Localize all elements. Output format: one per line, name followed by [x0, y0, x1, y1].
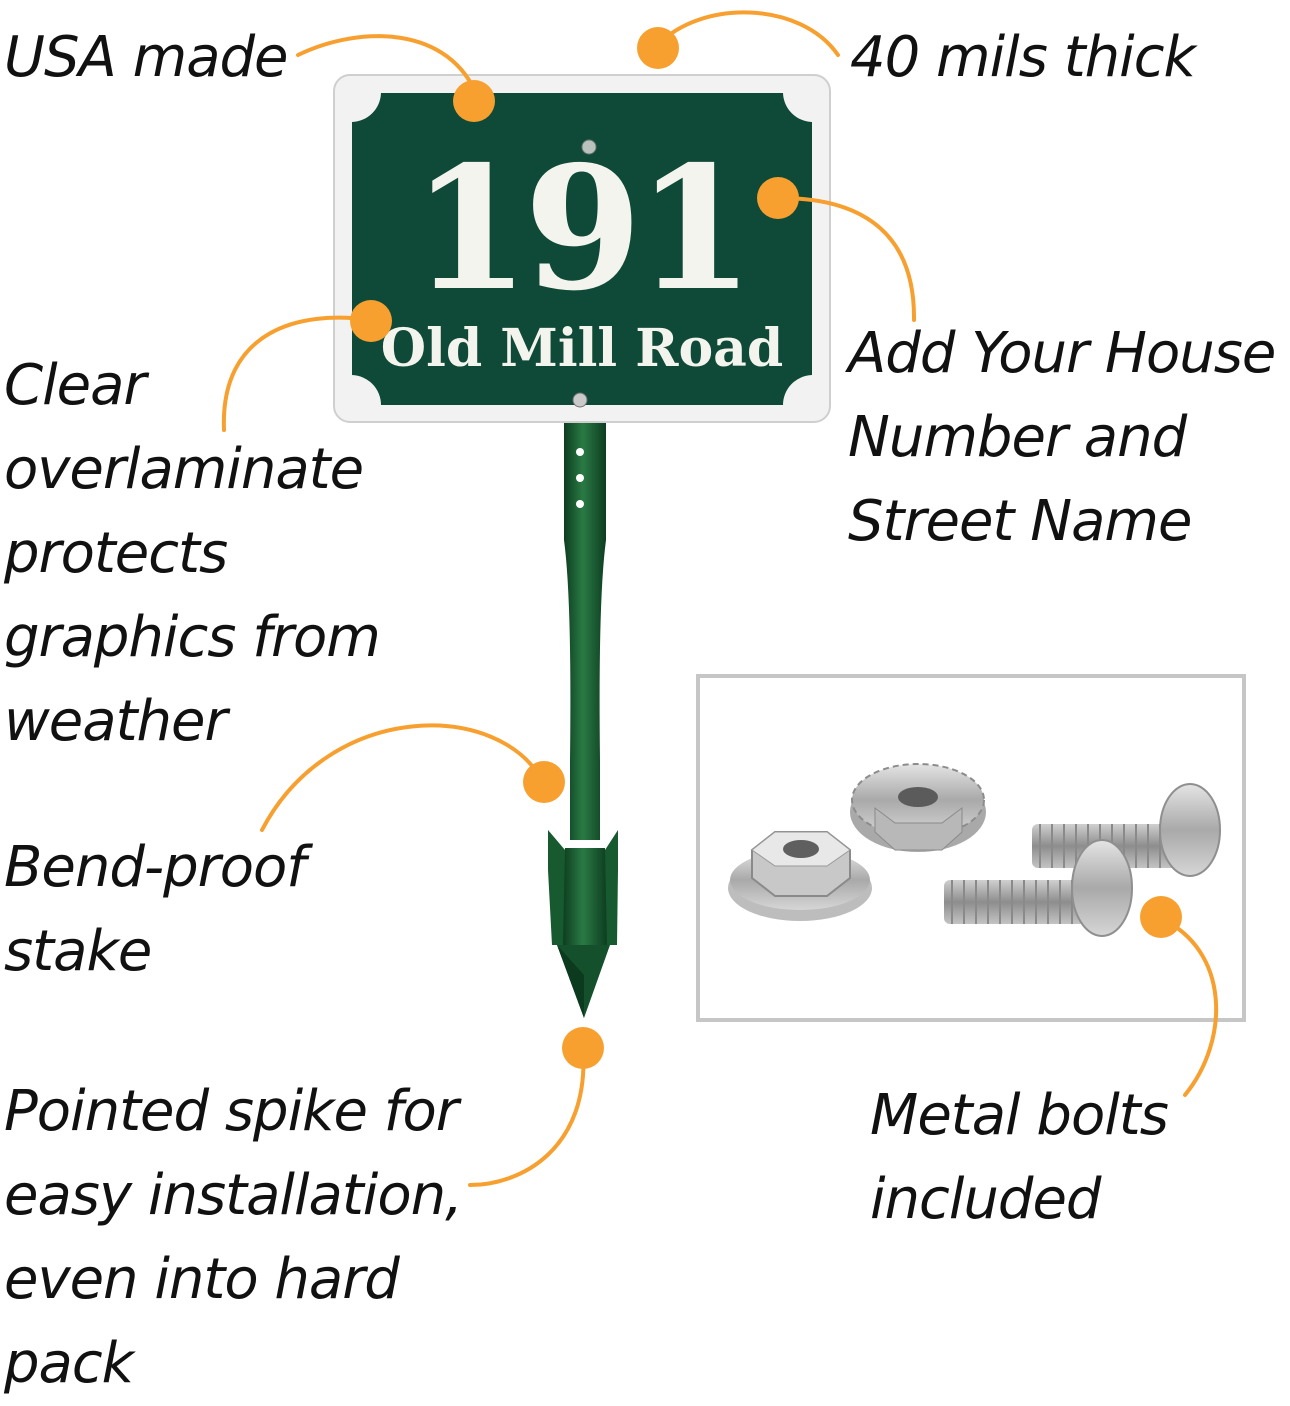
callout-stake: Bend-proof stake: [4, 835, 306, 984]
sign-house-number: 191: [412, 129, 749, 329]
callout-line-usa: [296, 34, 480, 100]
flange-nut-icon: [728, 831, 872, 921]
callout-dot-usa: [453, 80, 495, 122]
hardware-box: [696, 674, 1246, 1022]
callout-line-spike: [468, 1046, 586, 1187]
callout-dot-customize: [757, 177, 799, 219]
callout-usa-made: USA made: [4, 25, 289, 90]
callout-line-thickness: [656, 10, 840, 57]
callout-spike: Pointed spike for easy installation, eve…: [4, 1079, 463, 1396]
callout-line-bolts: [1158, 916, 1219, 1097]
callout-line-customize: [778, 196, 917, 322]
callout-dot-overlaminate: [350, 300, 392, 342]
callout-bolts: Metal bolts included: [870, 1083, 1169, 1232]
bolt-icon: [944, 839, 1133, 937]
sign-street-name: Old Mill Road: [381, 318, 783, 379]
callout-dot-spike: [562, 1027, 604, 1069]
sign: 191 Old Mill Road: [333, 74, 831, 423]
callout-overlaminate: Clear overlaminate protects graphics fro…: [4, 353, 381, 754]
sign-panel: [352, 93, 812, 405]
callout-dot-stake: [523, 761, 565, 803]
callout-dot-bolts: [1140, 896, 1182, 938]
callout-thickness: 40 mils thick: [850, 25, 1196, 90]
callout-dots: [350, 27, 1182, 1069]
callout-lines: [221, 10, 1219, 1187]
callout-dot-thickness: [637, 27, 679, 69]
callout-line-overlaminate: [221, 315, 372, 432]
callout-customize: Add Your House Number and Street Name: [848, 321, 1276, 554]
serrated-flange-nut-icon: [850, 763, 986, 852]
callout-line-stake: [260, 723, 545, 832]
stake: [548, 420, 618, 1018]
